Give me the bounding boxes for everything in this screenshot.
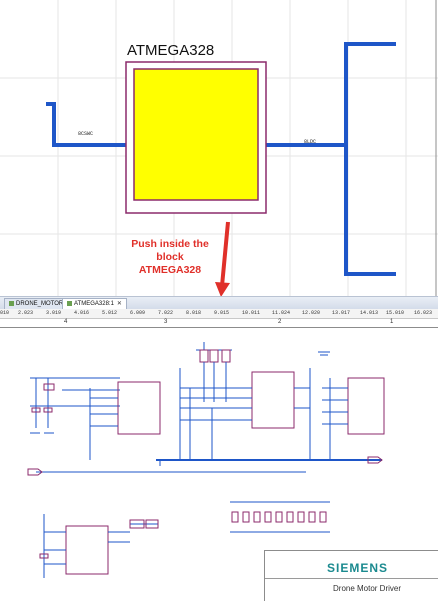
ground-symbols: [159, 351, 330, 466]
block-title: ATMEGA328: [127, 42, 215, 59]
ruler-tick: 010: [0, 310, 10, 316]
net-label-left: 8CSWC: [78, 131, 94, 137]
pullup-resistors[interactable]: [196, 342, 232, 402]
ic-u4-wires: [43, 514, 158, 578]
ruler-tick: 16.023: [414, 310, 433, 316]
cap-part[interactable]: [145, 519, 159, 529]
cap-part[interactable]: [31, 407, 41, 413]
cap-part[interactable]: [43, 407, 53, 413]
ruler-tick: 9.015: [214, 310, 230, 316]
zone-label: 2: [278, 319, 282, 325]
title-block: SIEMENS Drone Motor Driver: [264, 550, 438, 601]
schematic-canvas[interactable]: [0, 328, 438, 600]
crystal-part[interactable]: [43, 383, 55, 391]
company-logo: SIEMENS: [327, 561, 389, 575]
schematic-icon: [67, 300, 72, 306]
annotation-text: Push inside the block ATMEGA328: [122, 238, 218, 277]
ruler-tick: 8.018: [186, 310, 202, 316]
ruler-tick: 7.022: [158, 310, 174, 316]
block-preview-canvas: [0, 0, 438, 296]
zone-label: 1: [390, 319, 394, 325]
annotation-line: Push inside the: [131, 238, 209, 250]
annotation-line: block: [156, 251, 184, 263]
ruler-tick: 3.019: [46, 310, 62, 316]
zone-label: 3: [164, 319, 168, 325]
ic-u3-wires: [322, 378, 348, 460]
close-icon[interactable]: ✕: [116, 301, 122, 307]
bus-right[interactable]: [344, 42, 396, 276]
wire-left[interactable]: [46, 102, 134, 147]
ic-u2[interactable]: [251, 371, 295, 429]
net-label-right: 8LDC: [304, 139, 317, 145]
schematic-icon: [9, 300, 14, 306]
tab-label: ATMEGA328:1: [74, 301, 114, 307]
ruler-tick: 5.012: [102, 310, 118, 316]
ic-u4[interactable]: [65, 525, 109, 575]
ruler-tick: 6.009: [130, 310, 146, 316]
ruler-tick: 13.017: [332, 310, 351, 316]
block-preview: ATMEGA328 8CSWC 8LDC Push inside the blo…: [0, 0, 438, 296]
drawing-name: Drone Motor Driver: [333, 584, 402, 593]
block-body[interactable]: [133, 68, 259, 201]
arrow-head-icon: [215, 282, 230, 296]
ruler-tick: 14.013: [360, 310, 379, 316]
tab-label: DRONE_MOTOR: [16, 301, 64, 307]
ruler-tick: 11.024: [272, 310, 291, 316]
zone-label: 4: [64, 319, 68, 325]
cap-part[interactable]: [129, 519, 145, 529]
ic-u3[interactable]: [347, 377, 385, 435]
horizontal-ruler: 010 2.023 3.019 4.016 5.012 6.009 7.022 …: [0, 309, 438, 319]
ic-u1[interactable]: [117, 381, 161, 435]
ic-u2-wires: [179, 368, 311, 460]
crystal-circuit[interactable]: [30, 377, 120, 434]
ruler-tick: 12.020: [302, 310, 321, 316]
ruler-tick: 4.016: [74, 310, 90, 316]
ruler-tick: 15.010: [386, 310, 405, 316]
document-tab-bar: DRONE_MOTOR ✕ ATMEGA328:1✕: [0, 296, 438, 310]
ruler-tick: 2.023: [18, 310, 34, 316]
net-port-right[interactable]: [367, 456, 383, 464]
title-divider: [265, 578, 438, 579]
annotation-arrow: [220, 221, 230, 287]
cap-part[interactable]: [39, 553, 49, 559]
tab-atmega328[interactable]: ATMEGA328:1✕: [62, 298, 127, 309]
ic-u1-pins: [89, 388, 118, 460]
sheet-zone-row: 4 3 2 1: [0, 319, 438, 328]
decoupling-cap-array[interactable]: [230, 501, 330, 533]
net-port-left[interactable]: [27, 468, 43, 476]
ruler-tick: 10.011: [242, 310, 261, 316]
annotation-line: ATMEGA328: [138, 264, 202, 276]
